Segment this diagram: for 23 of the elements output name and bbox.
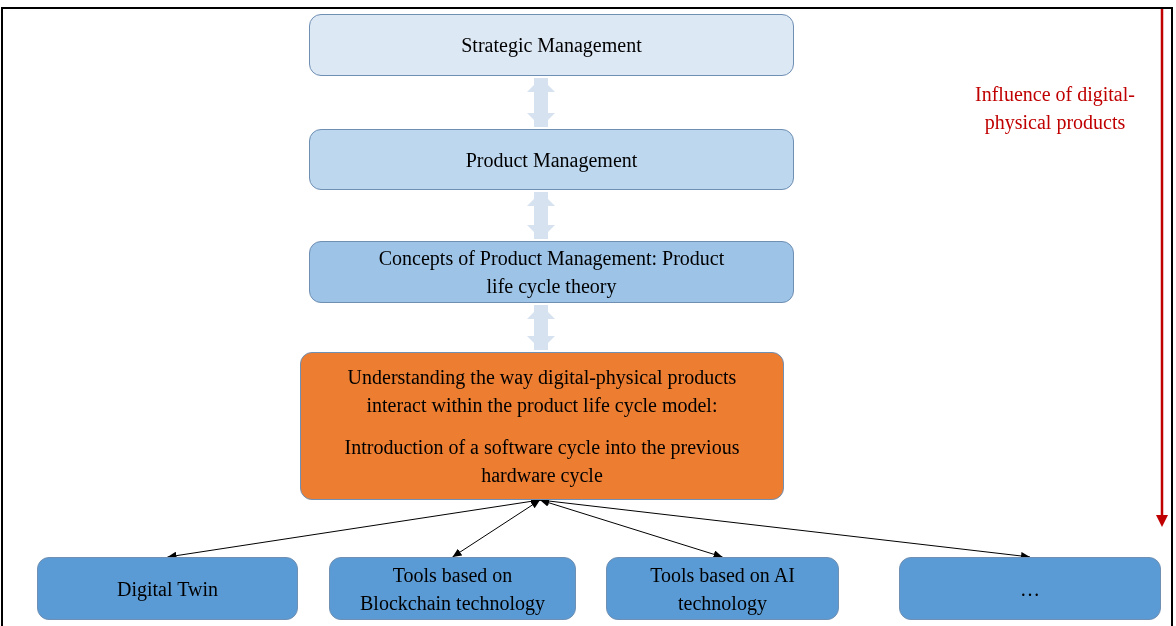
arrow (539, 498, 723, 559)
block-arrow (527, 78, 555, 127)
box-label: Concepts of Product Management: Product life cycle theory (377, 246, 726, 300)
box-subtext: Introduction of a software cycle into the previous hardware cycle (343, 435, 741, 489)
process-box (37, 557, 298, 620)
process-box (309, 14, 794, 76)
box-label: Tools based on Blockchain technology (359, 562, 546, 617)
process-box (309, 129, 794, 190)
process-box (329, 557, 576, 620)
process-box (606, 557, 839, 620)
box-label: … (1020, 576, 1040, 602)
process-box (899, 557, 1161, 620)
box-label: Understanding the way digital-physical products interact within the product life cycle model: (346, 365, 738, 419)
block-arrow (527, 192, 555, 239)
arrow (452, 499, 541, 558)
box-label: Digital Twin (117, 576, 218, 603)
box-label: Product Management (465, 147, 638, 174)
annotation-text: Influence of digital-physical products (974, 82, 1136, 136)
process-box (309, 241, 794, 303)
box-label: Tools based on AI technology (649, 562, 796, 617)
block-arrow (527, 305, 555, 350)
highlight-box (300, 352, 784, 500)
box-label: Strategic Management (461, 33, 642, 59)
